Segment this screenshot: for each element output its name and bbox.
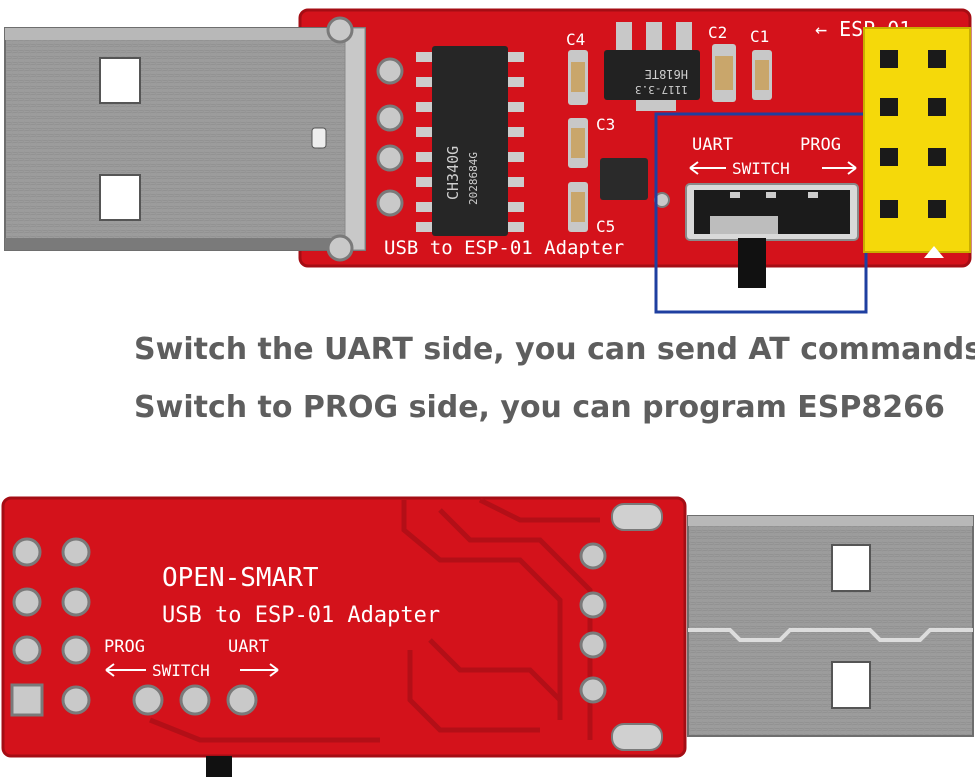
- bottom-switch-pads: [132, 684, 258, 716]
- caption-uart: Switch the UART side, you can send AT co…: [134, 332, 975, 367]
- capacitors: [568, 44, 772, 232]
- brand-label: OPEN-SMART: [162, 563, 319, 593]
- bottom-board-name: USB to ESP-01 Adapter: [162, 603, 440, 628]
- arrow-right-icon: [822, 161, 857, 175]
- bottom-switch-handle: [206, 756, 232, 777]
- arrow-left-icon: [689, 161, 726, 175]
- label-c5: C5: [596, 217, 615, 236]
- top-board-name: USB to ESP-01 Adapter: [384, 237, 624, 259]
- bottom-usb-plug: [687, 515, 974, 737]
- bottom-pin-pads: [10, 537, 91, 717]
- caption-prog: Switch to PROG side, you can program ESP…: [134, 390, 945, 425]
- bottom-label-prog: PROG: [104, 637, 145, 657]
- esp01-header: [863, 27, 971, 258]
- ch340-batch: 2028684G: [467, 152, 480, 205]
- regulator-chip: H618TE 1117-3.3: [604, 22, 700, 111]
- usb-window-icon: [831, 661, 871, 709]
- switch-handle[interactable]: [738, 238, 766, 288]
- label-switch: SWITCH: [732, 159, 790, 178]
- top-usb-plug: [4, 27, 366, 251]
- label-uart: UART: [692, 135, 733, 155]
- usb-window-icon: [99, 174, 141, 221]
- top-usb-pads: [326, 16, 404, 262]
- regulator-marking: H618TE: [645, 67, 688, 81]
- arrow-right-icon: [240, 663, 279, 677]
- label-c1: C1: [750, 27, 769, 46]
- usb-window-icon: [99, 57, 141, 104]
- regulator-model: 1117-3.3: [635, 83, 688, 96]
- label-prog: PROG: [800, 135, 841, 155]
- label-c4: C4: [566, 30, 585, 49]
- usb-window-icon: [831, 544, 871, 592]
- ch340-chip: CH340G 2028684G: [416, 46, 524, 236]
- bottom-board: OPEN-SMART USB to ESP-01 Adapter PROG UA…: [1, 496, 974, 777]
- top-board: CH340G 2028684G H618TE 1117-3.3: [4, 8, 972, 314]
- bottom-usb-pads: [579, 503, 663, 751]
- slide-switch[interactable]: [685, 183, 859, 288]
- label-c3: C3: [596, 115, 615, 134]
- small-chip: [600, 158, 648, 200]
- arrow-left-icon: [105, 663, 146, 677]
- bottom-label-switch: SWITCH: [152, 661, 210, 680]
- ch340-marking: CH340G: [444, 146, 462, 200]
- bottom-label-uart: UART: [228, 637, 269, 657]
- label-c2: C2: [708, 23, 727, 42]
- pcb-traces: [149, 497, 600, 743]
